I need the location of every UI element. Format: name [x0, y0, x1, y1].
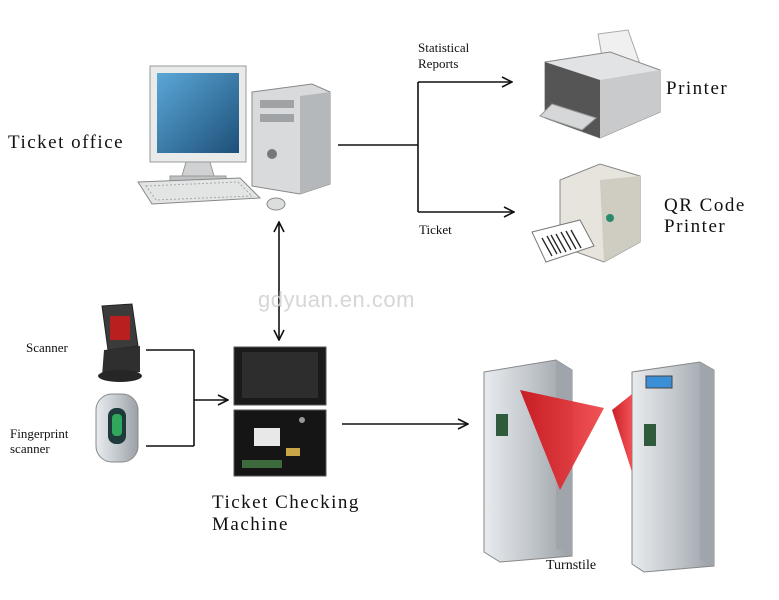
label-scanner: Scanner [26, 341, 68, 355]
label-turnstile: Turnstile [546, 559, 596, 574]
label-statistical-reports: Statistical Reports [418, 40, 469, 72]
label-printer: Printer [666, 79, 728, 99]
qr-code-printer-icon [532, 164, 640, 262]
watermark-text: gdyuan.en.com [258, 287, 415, 313]
barcode-scanner-icon [98, 304, 142, 382]
ticket-office-computer-icon [138, 66, 330, 210]
label-ticket-office: Ticket office [8, 133, 124, 153]
label-qr-code-printer: QR Code Printer [664, 195, 746, 237]
label-fingerprint-scanner: Fingerprint scanner [10, 426, 69, 456]
fingerprint-scanner-icon [96, 394, 138, 462]
ticket-checking-machine-icon [234, 347, 326, 476]
label-ticket: Ticket [419, 223, 452, 237]
label-ticket-checking-machine: Ticket Checking Machine [212, 492, 360, 536]
printer-icon [540, 30, 660, 138]
turnstile-icon [484, 360, 714, 572]
